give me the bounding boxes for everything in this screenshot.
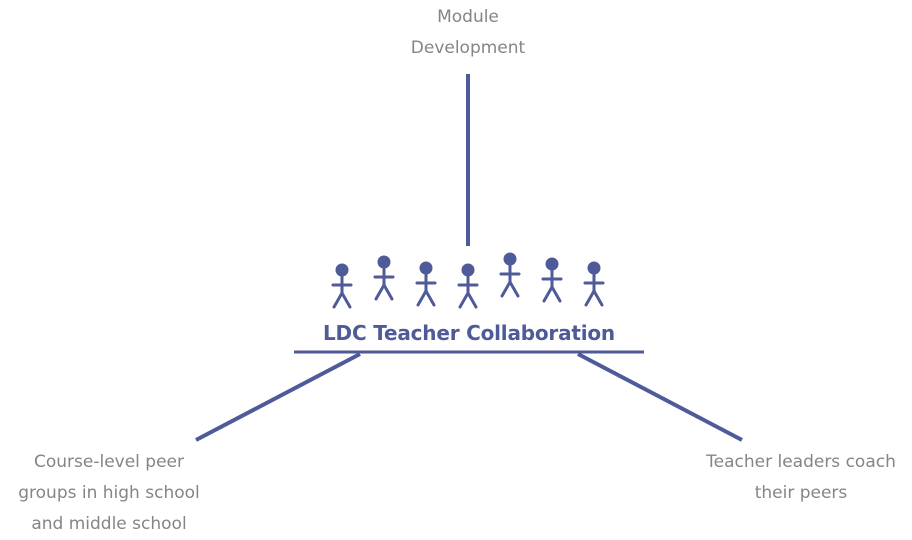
person-icon: [415, 261, 437, 307]
person-icon: [499, 252, 521, 298]
top-node-label: Module Development: [368, 2, 568, 64]
right-node-line: their peers: [754, 483, 848, 503]
left-node-line: Course-level peer: [33, 452, 184, 472]
person-icon: [457, 263, 479, 309]
connector-right: [577, 352, 743, 442]
person-icon: [583, 261, 605, 307]
top-node-line: Development: [410, 38, 526, 58]
left-node-label: Course-level peer groups in high school …: [0, 447, 218, 540]
right-node-label: Teacher leaders coach their peers: [690, 447, 912, 509]
people-group: [331, 252, 605, 309]
left-node-line: groups in high school: [18, 483, 200, 503]
left-node-line: and middle school: [31, 514, 187, 534]
person-icon: [373, 255, 395, 301]
right-node-line: Teacher leaders coach: [706, 452, 896, 472]
center-title: LDC Teacher Collaboration: [323, 321, 615, 345]
top-node-line: Module: [437, 7, 499, 27]
connector-left: [195, 352, 361, 442]
person-icon: [331, 263, 353, 309]
person-icon: [541, 257, 563, 303]
